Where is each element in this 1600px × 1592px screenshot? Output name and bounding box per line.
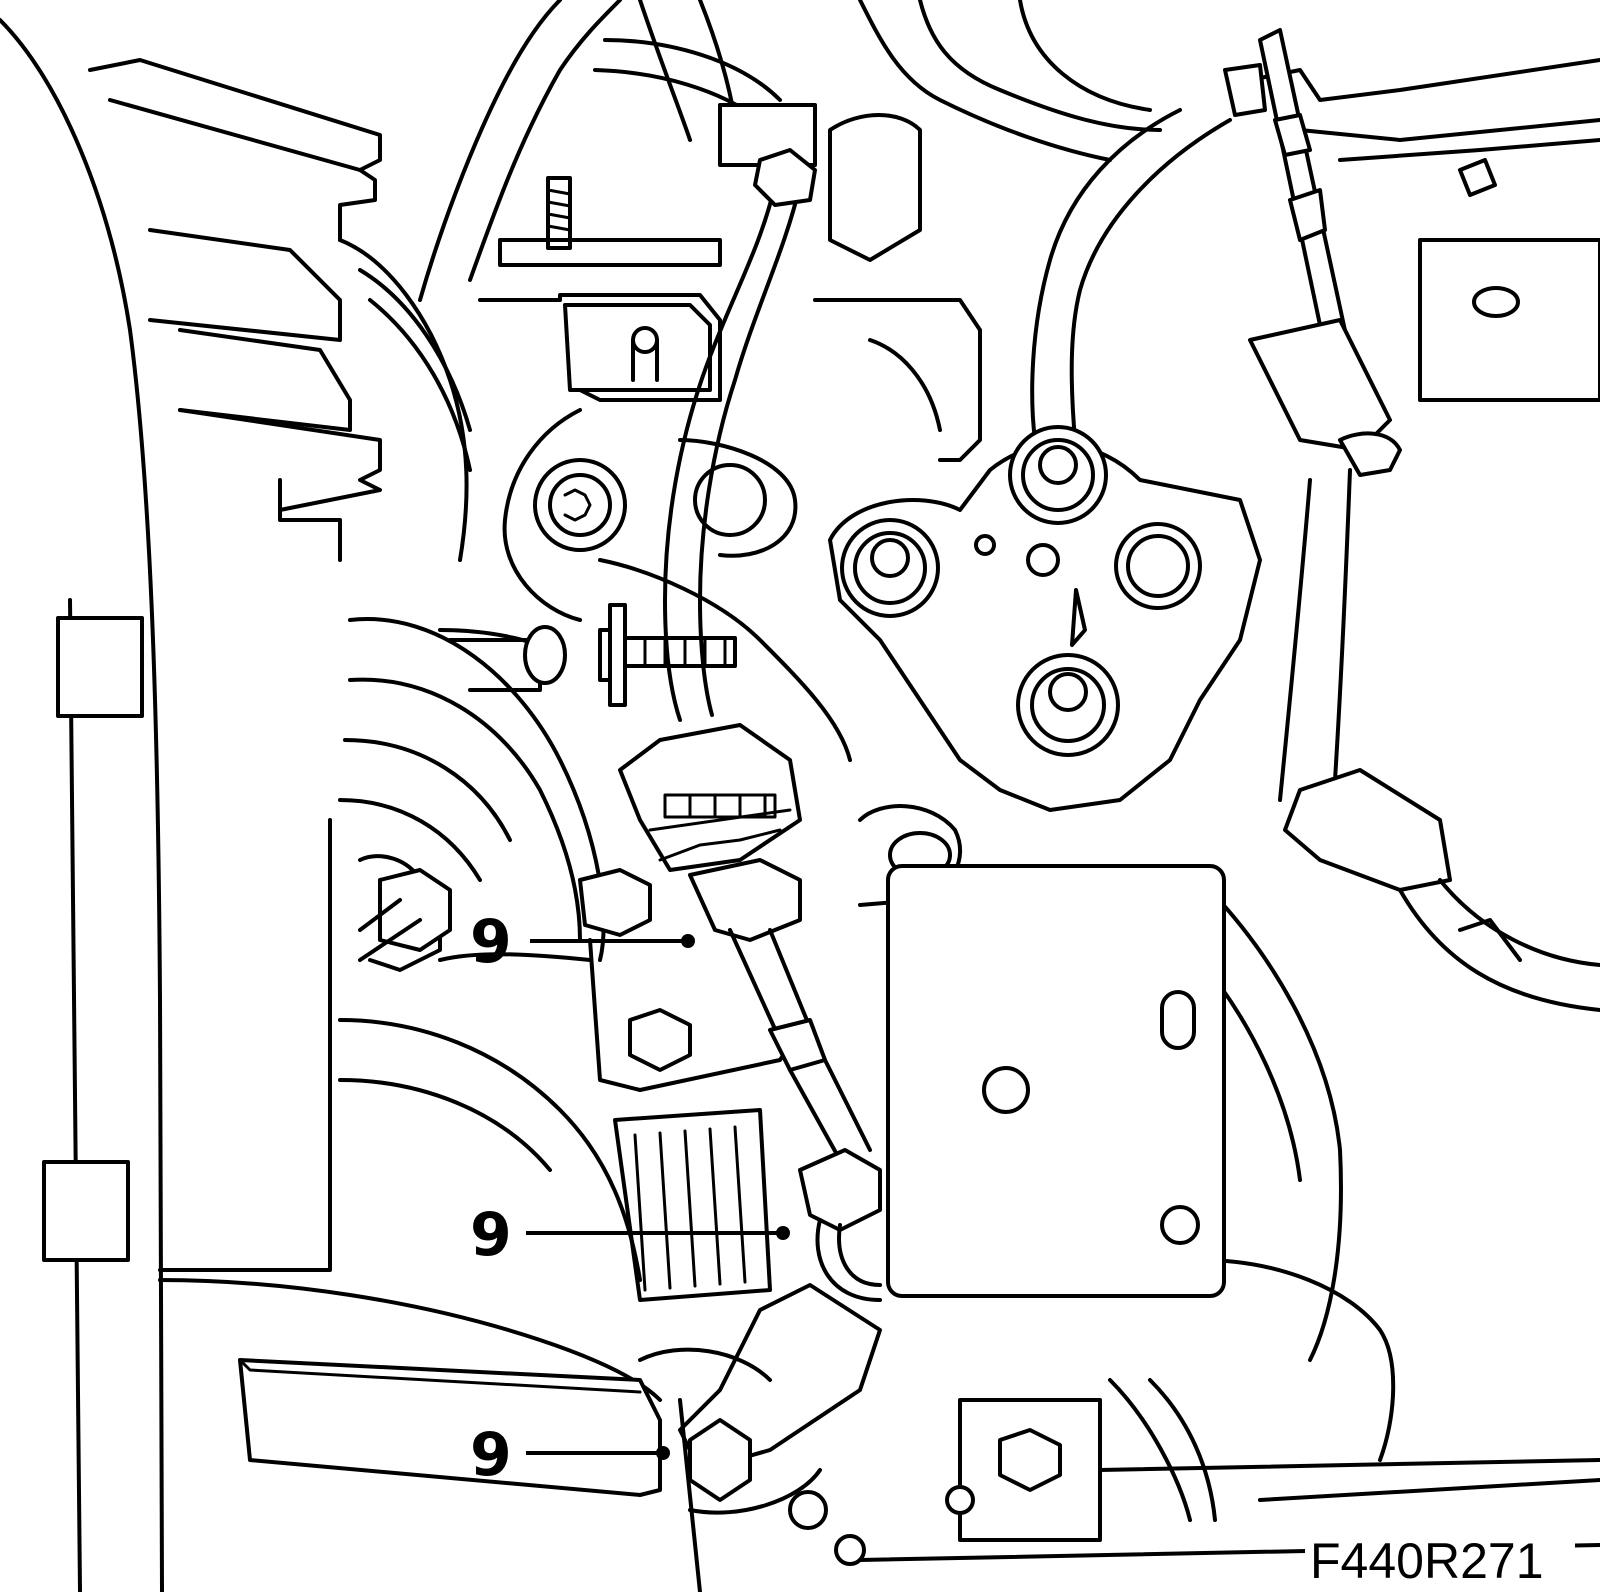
left-bracket — [358, 854, 802, 1092]
mount-plate — [828, 425, 1262, 812]
stud-bolt — [498, 176, 722, 267]
callout-9-upper: 9 — [470, 907, 695, 977]
heat-sink — [613, 1108, 772, 1302]
callout-9-middle: 9 — [470, 1200, 790, 1270]
right-wiring — [1223, 28, 1600, 1012]
lower-left-panel — [158, 1278, 702, 1592]
left-body-panel — [0, 18, 332, 1592]
callout-label: 9 — [470, 907, 512, 977]
control-module — [886, 864, 1226, 1298]
sensor-cable — [618, 148, 882, 1302]
figure-id: F440R271 — [1310, 1533, 1544, 1589]
callout-9-lower: 9 — [470, 1420, 670, 1490]
lower-sensor-bracket — [638, 1283, 882, 1566]
callout-label: 9 — [470, 1200, 512, 1270]
through-bolt — [448, 603, 737, 707]
air-duct-assembly — [88, 58, 472, 562]
central-housing — [438, 113, 982, 762]
callout-label: 9 — [470, 1420, 512, 1490]
